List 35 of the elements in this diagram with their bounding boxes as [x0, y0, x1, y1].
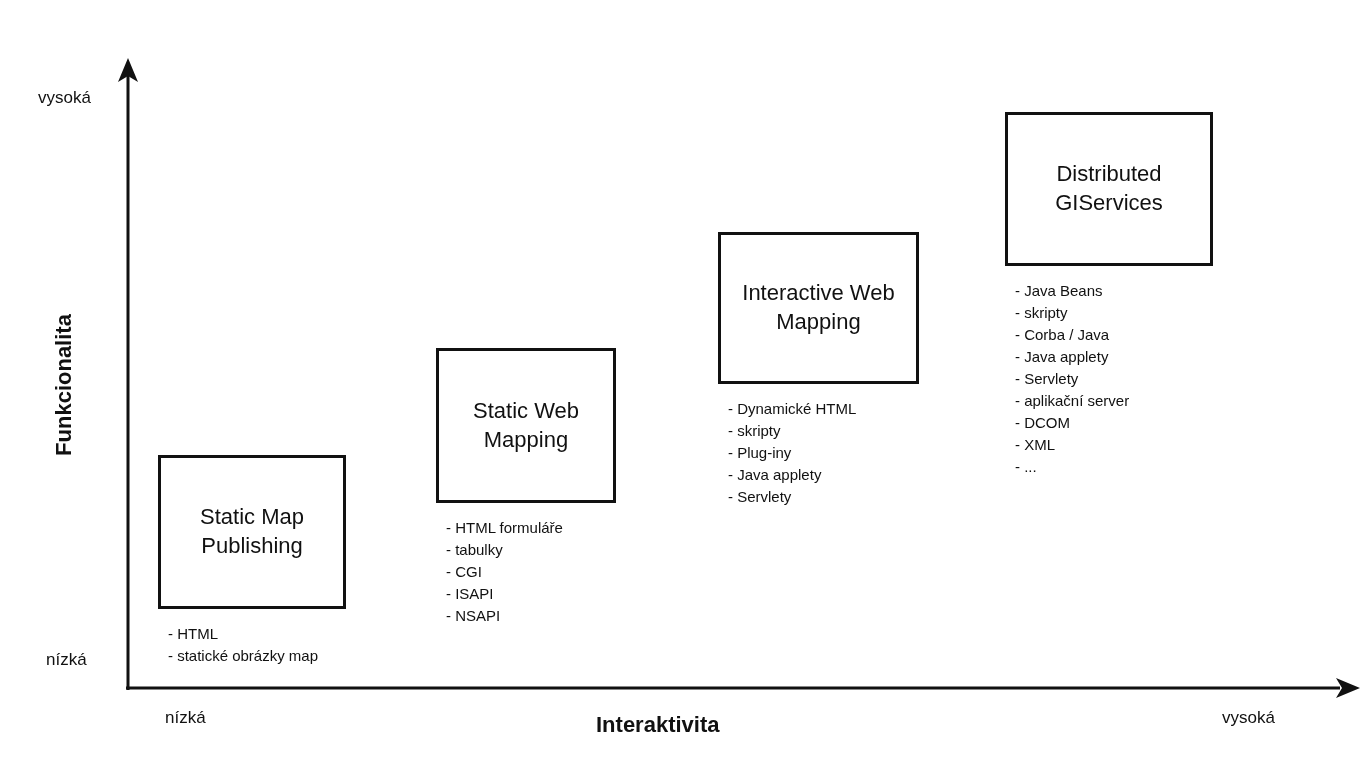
axis-title: Interaktivita	[596, 712, 720, 738]
axis-level-label: nízká	[165, 708, 206, 728]
technology-list-item: - skripty	[728, 421, 782, 441]
technology-list-item: - aplikační server	[1015, 391, 1130, 411]
stage-title: Interactive Web Mapping	[741, 279, 896, 336]
technology-list-item: - HTML	[168, 624, 219, 644]
technology-list-item: - Corba / Java	[1015, 325, 1111, 345]
stage-title: Static Map Publishing	[199, 503, 305, 560]
technology-list-item: - CGI	[446, 562, 483, 582]
technology-list-item: - statické obrázky map	[168, 646, 319, 666]
axis-level-label: vysoká	[1222, 708, 1275, 728]
technology-list-item: - NSAPI	[446, 606, 502, 626]
technology-list-item: - ...	[1015, 457, 1038, 477]
stage-box	[718, 232, 919, 384]
axis-level-label: nízká	[46, 650, 87, 670]
technology-list-item: - Dynamické HTML	[728, 399, 857, 419]
technology-list-item: - Java applety	[1015, 347, 1110, 367]
technology-list-item: - Java applety	[728, 465, 823, 485]
stage-title: Static Web Mapping	[472, 396, 580, 454]
axis-title: Funkcionalita	[51, 314, 77, 456]
technology-list-item: - Java Beans	[1015, 281, 1104, 301]
stage-box	[436, 348, 616, 503]
technology-list-item: - XML	[1015, 435, 1056, 455]
technology-list-item: - DCOM	[1015, 413, 1071, 433]
technology-list-item: - HTML formuláře	[446, 518, 563, 538]
stage-title: Distributed GIServices	[1054, 160, 1164, 217]
axis-level-label: vysoká	[38, 88, 91, 108]
technology-list-item: - skripty	[1015, 303, 1069, 323]
stage-box	[1005, 112, 1213, 266]
stage-box	[158, 455, 346, 609]
technology-list-item: - Plug-iny	[728, 443, 793, 463]
technology-list-item: - tabulky	[446, 540, 504, 560]
technology-list-item: - Servlety	[1015, 369, 1080, 389]
technology-list-item: - Servlety	[728, 487, 793, 507]
technology-list-item: - ISAPI	[446, 584, 495, 604]
